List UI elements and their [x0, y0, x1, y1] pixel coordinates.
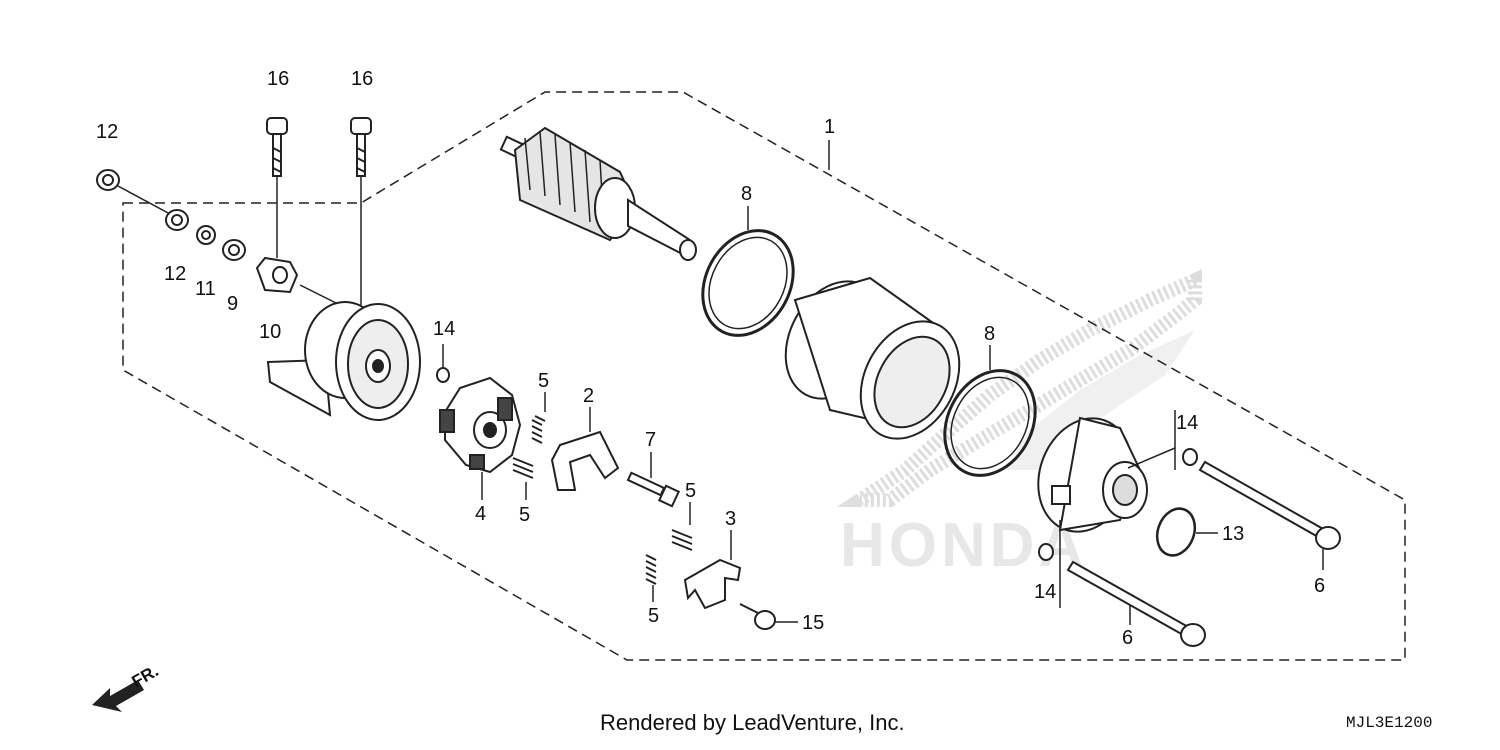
callout-5: 5 — [538, 370, 549, 392]
callout-6: 6 — [1122, 627, 1133, 649]
diagram-code: MJL3E1200 — [1346, 714, 1433, 732]
nut-9[interactable] — [222, 239, 246, 261]
callout-10: 10 — [259, 321, 281, 343]
callout-6: 6 — [1314, 575, 1325, 597]
callout-16: 16 — [351, 68, 373, 90]
nut-14-lower[interactable] — [1038, 543, 1054, 561]
callout-12: 12 — [164, 263, 186, 285]
callout-8: 8 — [741, 183, 752, 205]
callout-2: 2 — [583, 385, 594, 407]
nut-12-inner[interactable] — [165, 209, 189, 231]
yoke[interactable] — [766, 264, 979, 456]
callout-9: 9 — [227, 293, 238, 315]
bolt-16-left[interactable] — [266, 117, 288, 177]
callout-14: 14 — [1034, 581, 1056, 603]
spring-5-d[interactable] — [645, 554, 657, 585]
callout-7: 7 — [645, 429, 656, 451]
callout-8: 8 — [984, 323, 995, 345]
o-ring-8-right[interactable] — [927, 355, 1053, 492]
front-cover[interactable] — [1023, 405, 1148, 545]
terminal-3[interactable] — [683, 558, 742, 610]
callout-5: 5 — [648, 605, 659, 627]
o-ring-8-left[interactable] — [685, 215, 811, 352]
front-direction-arrow: FR. — [92, 661, 162, 712]
callout-5: 5 — [519, 504, 530, 526]
callout-14: 14 — [433, 318, 455, 340]
screw-15[interactable] — [739, 603, 776, 630]
spring-5-b[interactable] — [512, 457, 534, 479]
through-bolt-6-upper[interactable] — [1198, 460, 1341, 550]
callout-16: 16 — [267, 68, 289, 90]
nut-14-upper[interactable] — [1182, 448, 1198, 466]
callout-14: 14 — [1176, 412, 1198, 434]
brush-holder-4[interactable] — [439, 376, 522, 474]
terminal-2[interactable] — [550, 430, 620, 491]
through-bolt-6-lower[interactable] — [1066, 560, 1206, 647]
callout-labels: 16 16 12 12 11 9 10 14 1 8 8 5 2 4 5 7 5… — [96, 68, 1325, 649]
callout-4: 4 — [475, 503, 486, 525]
callout-5: 5 — [685, 480, 696, 502]
bolt-7[interactable] — [626, 471, 681, 508]
callout-13: 13 — [1222, 523, 1244, 545]
washer-11[interactable] — [196, 225, 216, 245]
spring-5-c[interactable] — [671, 529, 693, 551]
callout-15: 15 — [802, 612, 824, 634]
o-ring-13[interactable] — [1151, 503, 1201, 560]
callout-11: 11 — [195, 278, 216, 300]
footer-credit: Rendered by LeadVenture, Inc. — [600, 710, 905, 735]
spring-5-a[interactable] — [531, 415, 546, 444]
callout-12: 12 — [96, 121, 118, 143]
callout-3: 3 — [725, 508, 736, 530]
rear-cover[interactable] — [266, 301, 421, 421]
armature[interactable] — [499, 126, 697, 261]
nut-12-outer[interactable] — [96, 169, 120, 191]
terminal-insulator-10[interactable] — [255, 256, 341, 306]
bolt-16-right[interactable] — [350, 117, 372, 177]
nut-14-brush[interactable] — [436, 367, 450, 383]
callout-1: 1 — [824, 116, 835, 138]
assembly-outline — [122, 91, 1406, 661]
